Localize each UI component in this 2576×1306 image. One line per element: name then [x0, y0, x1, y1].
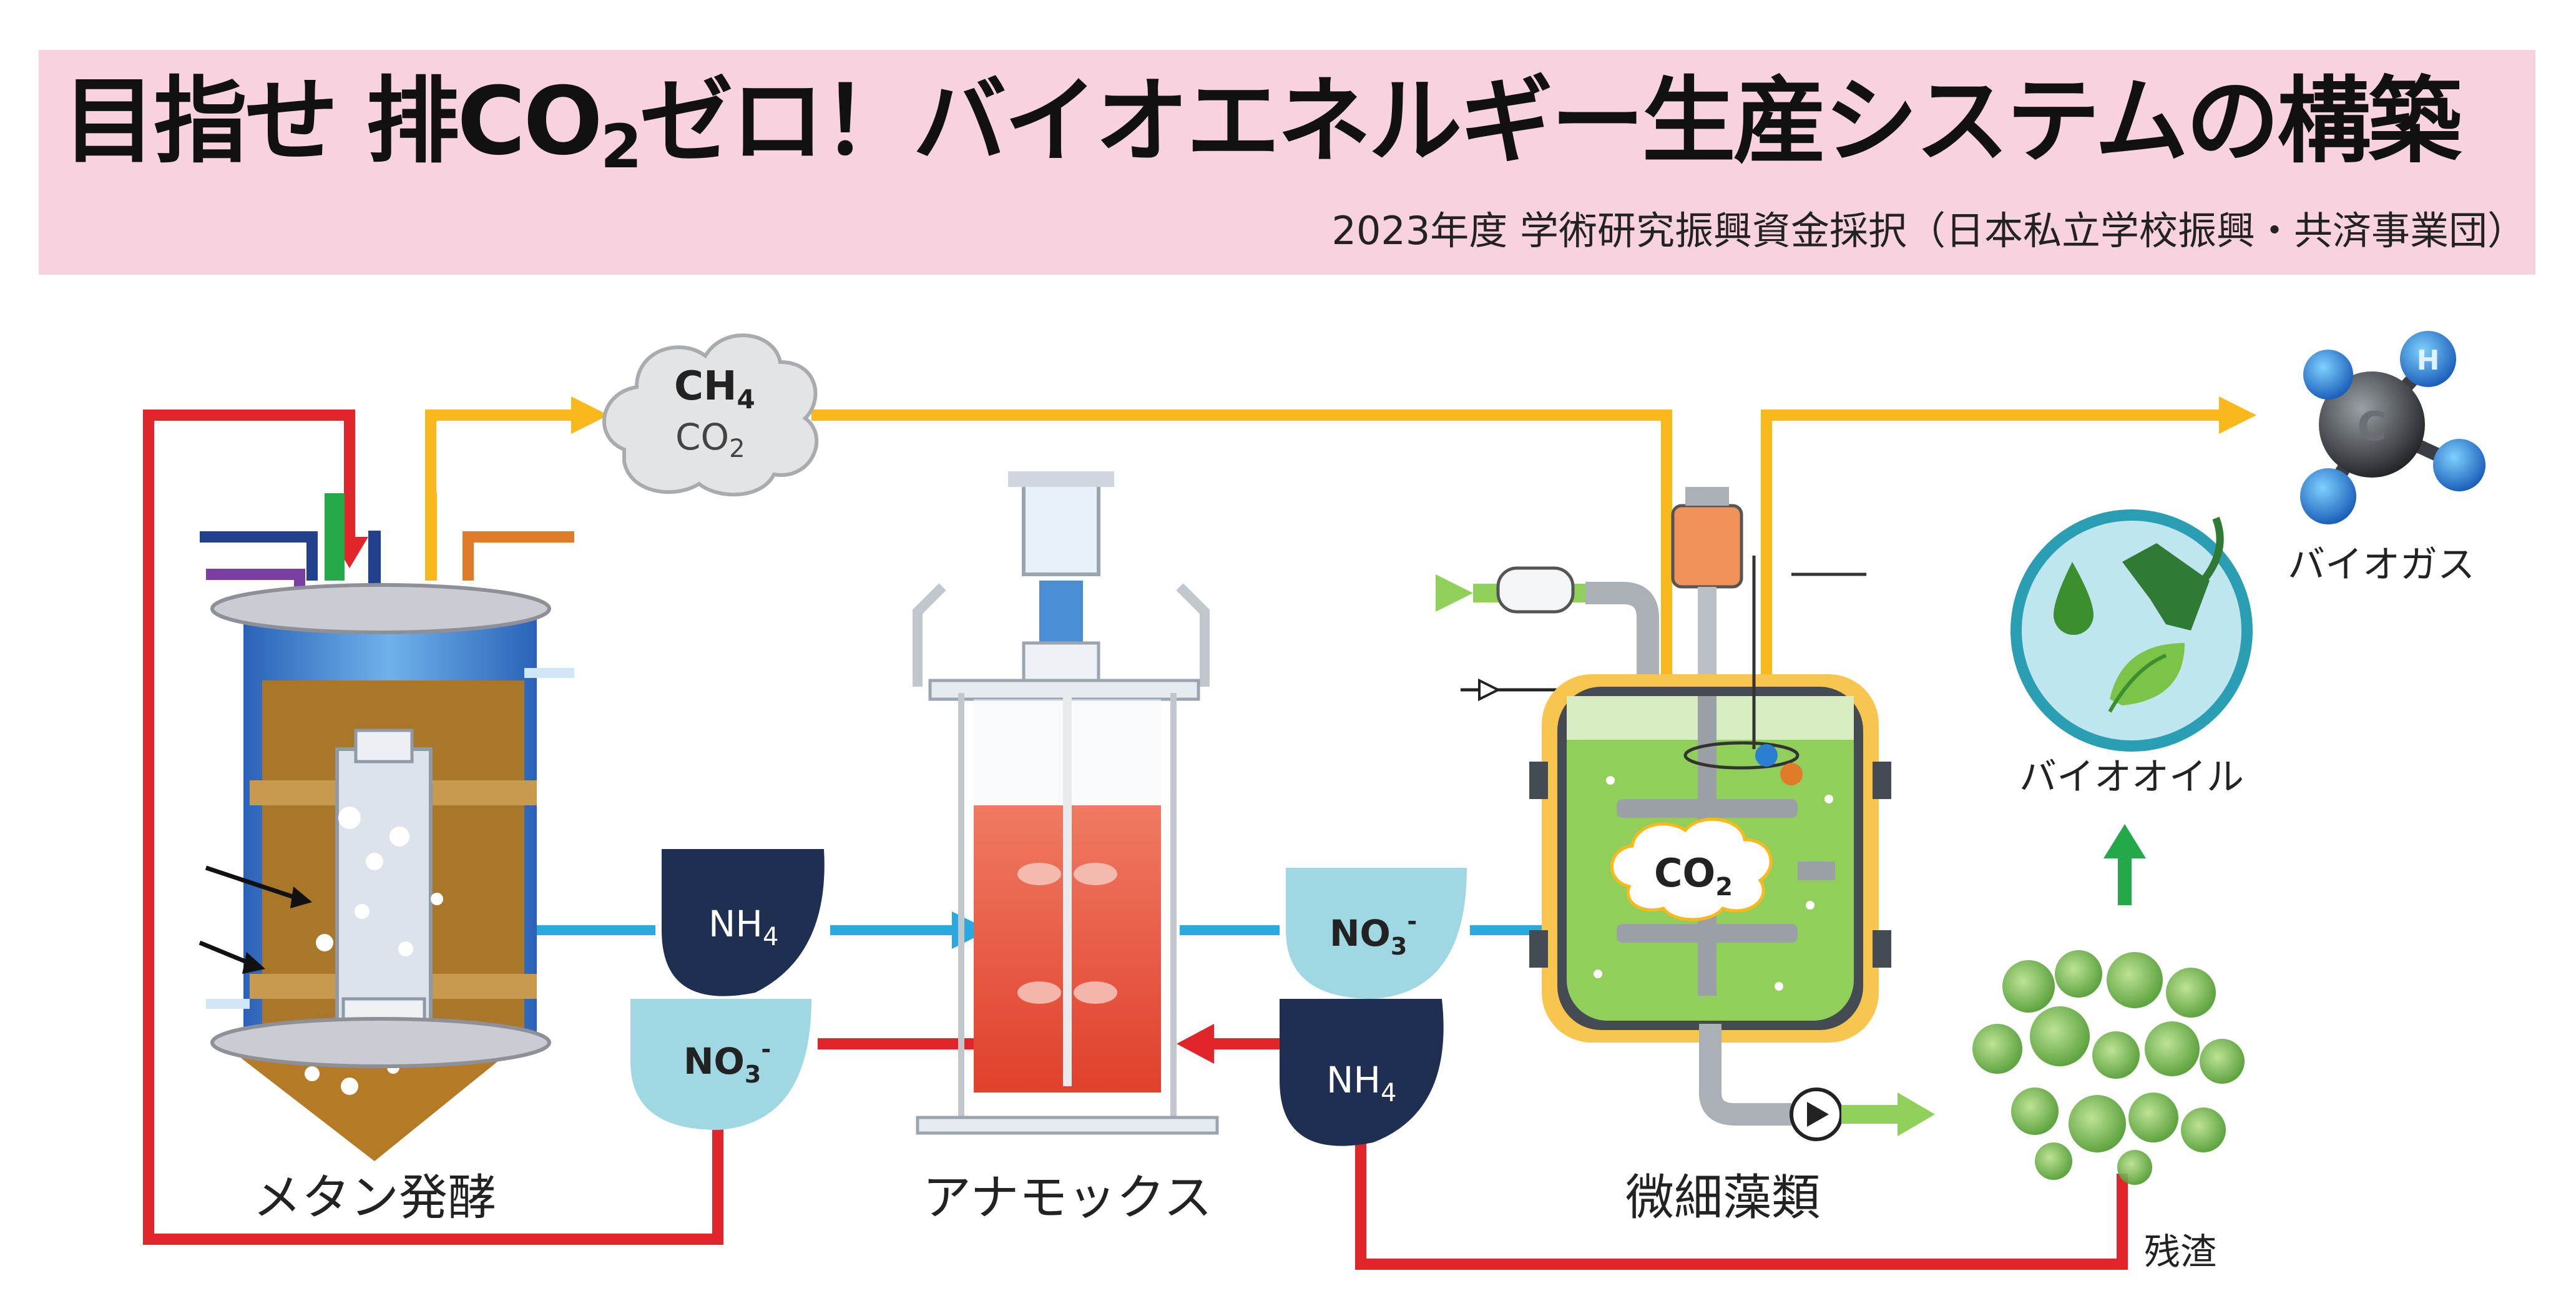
svg-text:NH4: NH4 — [1326, 1059, 1396, 1107]
label-methane-fermentation: メタン発酵 — [253, 1170, 496, 1226]
title-subscript: 2 — [600, 112, 642, 182]
green-up-arrow — [2118, 855, 2132, 905]
svg-text:C: C — [2358, 404, 2387, 450]
title-part1: 目指せ 排CO — [62, 67, 603, 176]
title-part2: ゼロ！バイオエネルギー生産システムの構築 — [639, 67, 2462, 176]
arrow-head-yellow-2 — [2219, 396, 2256, 434]
svg-text:NO3-: NO3- — [1330, 908, 1417, 960]
gas-cloud — [602, 333, 819, 497]
label-biogas: バイオガス — [2288, 543, 2475, 587]
methane-molecule-icon: C H — [2300, 331, 2485, 524]
page-title: 目指せ 排CO2ゼロ！バイオエネルギー生産システムの構築 — [62, 62, 2534, 206]
label-bio-oil: バイオオイル — [2019, 755, 2244, 799]
tag-no3-left: NO3- — [630, 999, 811, 1130]
algae-reactor — [1436, 487, 1935, 1141]
tag-no3-mid: NO3- — [1286, 868, 1467, 999]
red-residue-loop — [1355, 1142, 2128, 1270]
methane-fermenter — [198, 493, 574, 1161]
green-up-arrow-head — [2103, 824, 2146, 858]
algae-cells-image — [1972, 950, 2245, 1185]
label-anammox: アナモックス — [923, 1170, 1212, 1226]
page-subtitle: 2023年度 学術研究振興資金採択（日本私立学校振興・共済事業団） — [1331, 208, 2527, 253]
tag-nh4-top: NH4 — [662, 849, 825, 996]
tag-nh4-bottom: NH4 — [1280, 999, 1444, 1146]
arrow-head-red-left — [1177, 1024, 1214, 1064]
arrow-head-yellow-1 — [571, 396, 609, 434]
title-banner — [39, 50, 2535, 275]
cloud-ch4: CH4 — [674, 363, 755, 415]
label-microalgae: 微細藻類 — [1625, 1170, 1820, 1226]
svg-text:H: H — [2417, 345, 2440, 376]
bio-oil-icon — [2010, 509, 2253, 752]
svg-text:NO3-: NO3- — [683, 1036, 771, 1088]
cloud-co2: CO2 — [675, 416, 745, 463]
red-recycle-loop-left — [143, 410, 723, 1245]
reactor-co2-label: CO2 — [1654, 850, 1733, 901]
reactor-co2-cloud — [1610, 817, 1773, 921]
svg-text:NH4: NH4 — [708, 903, 778, 951]
anammox-reactor — [913, 471, 1219, 1135]
label-residue: 残渣 — [2144, 1230, 2216, 1273]
